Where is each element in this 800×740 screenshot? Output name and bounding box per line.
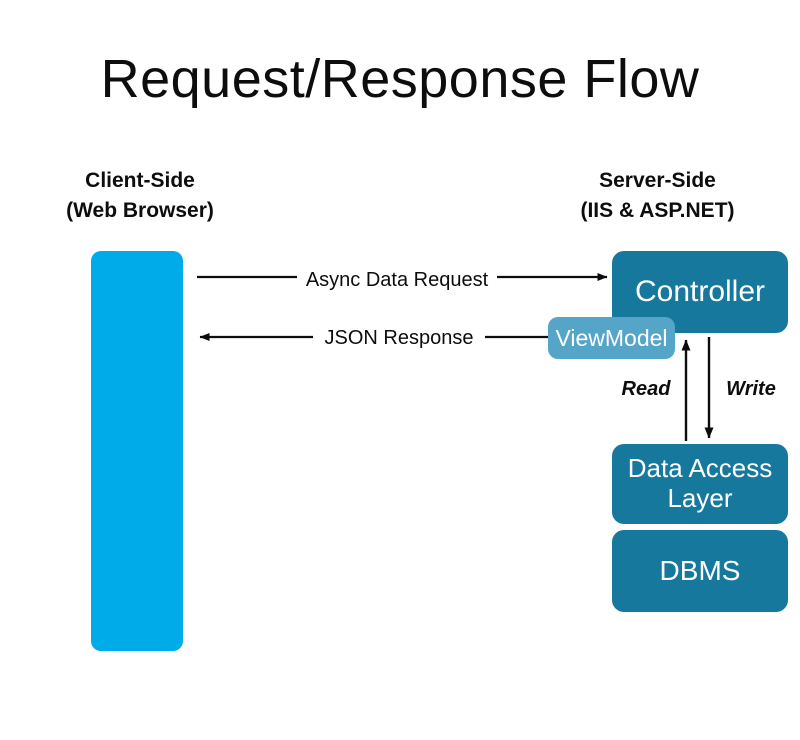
client-side-heading-line1: Client-Side [85, 169, 195, 192]
write-label: Write [726, 378, 776, 400]
dbms-box: DBMS [612, 530, 788, 612]
server-side-heading-line2: (IIS & ASP.NET) [580, 199, 735, 223]
data-access-layer-box: Data Access Layer [612, 444, 788, 524]
async-data-request-label: Async Data Request [297, 268, 497, 292]
server-side-heading-line1: Server-Side [599, 169, 716, 192]
server-side-heading: Server-Side (IIS & ASP.NET) [525, 166, 790, 227]
client-side-heading: Client-Side (Web Browser) [10, 166, 270, 227]
read-label: Read [621, 378, 671, 400]
web-browser-lifeline-bar [91, 251, 183, 651]
page-title: Request/Response Flow [100, 49, 700, 109]
json-response-label: JSON Response [313, 326, 485, 350]
client-side-heading-line2: (Web Browser) [66, 199, 214, 223]
viewmodel-badge: ViewModel [548, 317, 675, 359]
